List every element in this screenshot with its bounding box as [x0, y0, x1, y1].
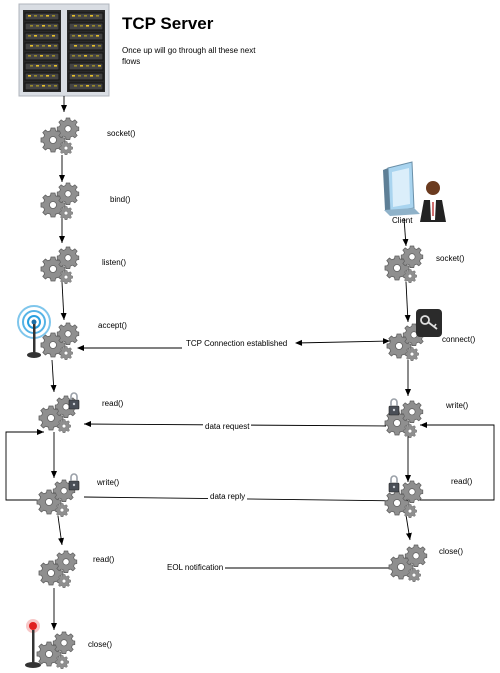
server-flow-connectors: [5, 96, 67, 630]
server-step-listen: listen(): [102, 258, 127, 267]
page-title: TCP Server: [122, 14, 214, 33]
padlock-icon: [68, 473, 80, 491]
client-flow-connectors: [402, 217, 495, 541]
server-step-write: write(): [97, 478, 120, 487]
message-data-request: data request: [203, 422, 252, 432]
gear-icon: [41, 247, 79, 284]
padlock-icon: [388, 398, 400, 416]
client-step-write: write(): [446, 401, 469, 410]
server-step-read: read(): [102, 399, 124, 408]
server-step-bind: bind(): [110, 195, 131, 204]
page-subtitle: Once up will go through all these next f…: [122, 46, 256, 66]
gear-icon: [37, 632, 75, 669]
gear-icon: [39, 551, 77, 588]
gear-icon: [385, 246, 423, 283]
gear-icon: [41, 323, 79, 360]
gear-icon: [389, 545, 427, 582]
server-step-socket: socket(): [107, 129, 136, 138]
client-label: Client: [392, 216, 413, 225]
client-step-close: close(): [439, 547, 464, 556]
padlock-icon: [68, 392, 80, 410]
key-icon: [416, 309, 442, 337]
server-step-read-eol: read(): [93, 555, 115, 564]
client-computer-icon: [383, 161, 446, 222]
message-tcp-connection: TCP Connection established: [184, 339, 290, 349]
red-beacon-antenna-icon: [25, 619, 41, 668]
client-step-socket: socket(): [436, 254, 465, 263]
message-data-reply: data reply: [208, 492, 248, 502]
server-step-accept: accept(): [98, 321, 127, 330]
client-step-connect: connect(): [442, 335, 476, 344]
message-eol-notification: EOL notification: [165, 563, 226, 573]
gear-icon: [41, 118, 79, 155]
padlock-icon: [388, 475, 400, 493]
server-step-close: close(): [88, 640, 113, 649]
server-rack-icon: [18, 3, 110, 97]
message-arrows: [77, 338, 411, 571]
gear-icon: [41, 183, 79, 220]
wireless-antenna-icon: [17, 305, 51, 358]
client-step-read: read(): [451, 477, 473, 486]
